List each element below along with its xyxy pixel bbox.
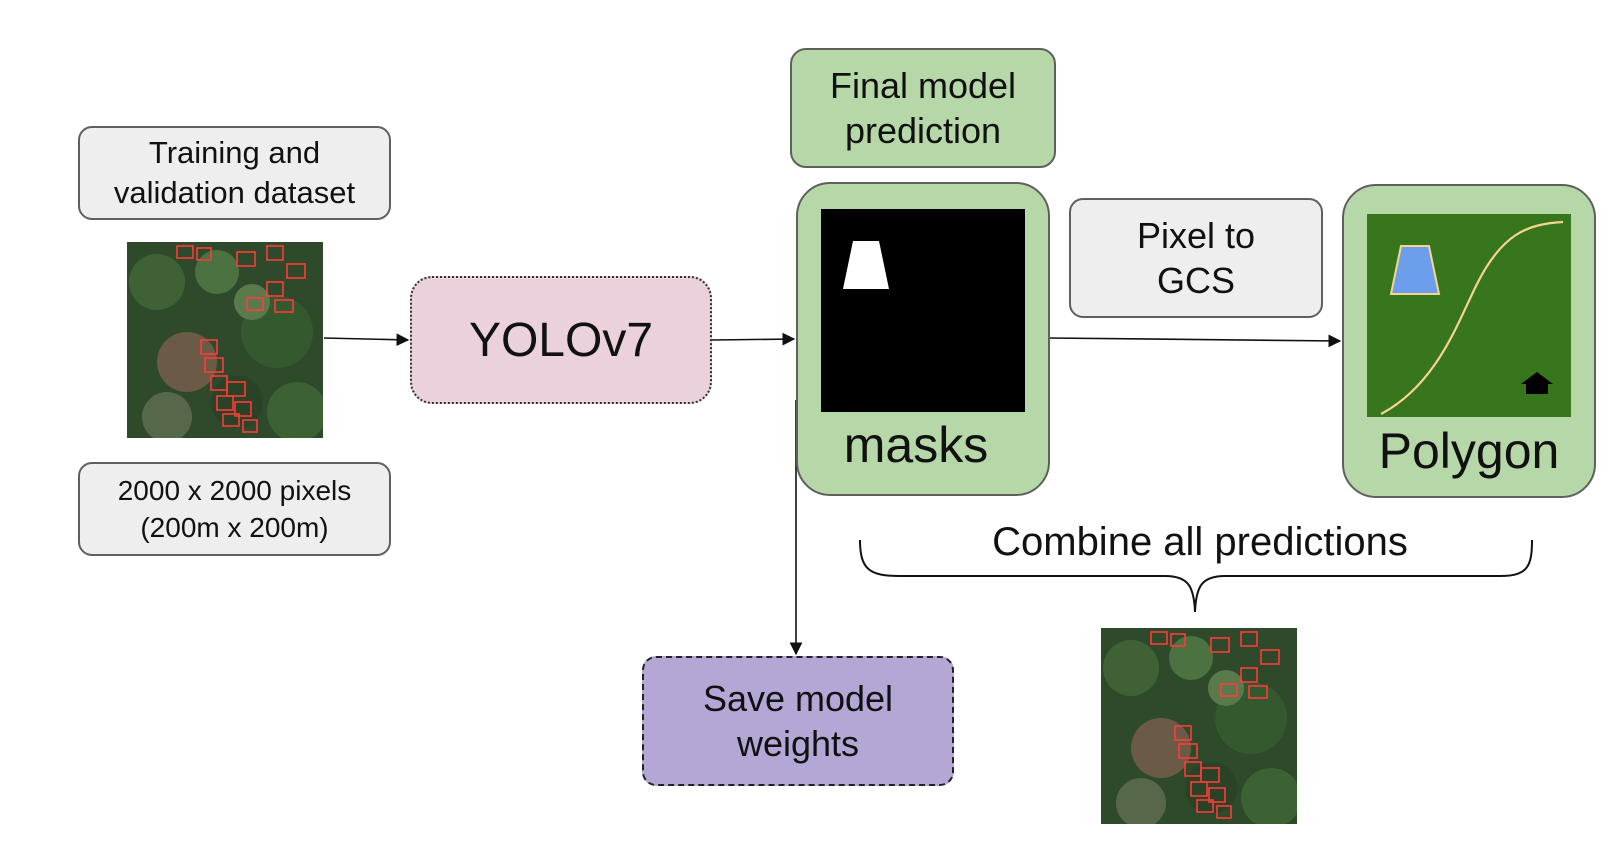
image-size-line2: (200m x 200m) [140, 512, 329, 543]
masks-panel: masks [796, 182, 1050, 496]
combine-brace [859, 539, 1533, 613]
final-prediction-line1: Final model [829, 65, 1017, 106]
combine-label-text: Combine all predictions [992, 519, 1408, 564]
pixel-to-gcs-line2: GCS [1156, 260, 1235, 301]
image-size-label-box: 2000 x 2000 pixels (200m x 200m) [78, 462, 391, 556]
yolo-model-label: YOLOv7 [468, 313, 654, 367]
dataset-label-box: Training and validation dataset [78, 126, 391, 220]
road-line [1380, 220, 1564, 415]
masks-label: masks [843, 417, 989, 473]
combine-label: Combine all predictions [900, 514, 1500, 570]
dataset-label-line1: Training and [148, 135, 321, 170]
image-size-line1: 2000 x 2000 pixels [117, 475, 352, 506]
pixel-to-gcs-line1: Pixel to [1136, 215, 1256, 256]
polygon-label: Polygon [1378, 423, 1560, 479]
yolo-model-box: YOLOv7 [410, 276, 712, 404]
pixel-to-gcs-label-box: Pixel to GCS [1069, 198, 1323, 318]
polygon-shape [1389, 245, 1441, 295]
satellite-image-output [1101, 628, 1297, 824]
polygon-panel: Polygon [1342, 184, 1596, 498]
mask-shape [843, 241, 889, 289]
dataset-label-line2: validation dataset [113, 175, 356, 210]
north-arrow-icon [1521, 372, 1553, 394]
save-weights-line1: Save model [702, 678, 894, 719]
final-prediction-line2: prediction [844, 110, 1002, 151]
satellite-image-input [127, 242, 323, 438]
arrow-yolo-to-masks [711, 332, 796, 346]
mask-image [821, 209, 1025, 412]
save-weights-line2: weights [736, 723, 860, 764]
polygon-image [1367, 214, 1571, 417]
save-weights-box: Save model weights [642, 656, 954, 786]
final-prediction-label-box: Final model prediction [790, 48, 1056, 168]
arrow-dataset-to-yolo [323, 333, 410, 347]
arrow-masks-to-polygon [1047, 334, 1342, 348]
